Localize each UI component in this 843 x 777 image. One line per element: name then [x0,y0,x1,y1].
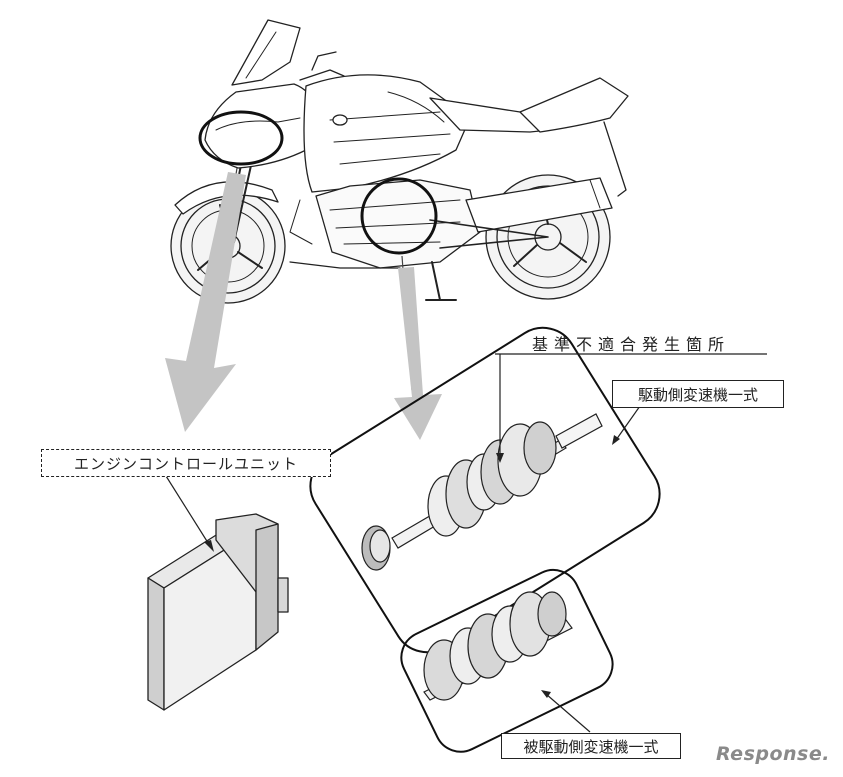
driven-label-pointer [545,693,591,733]
ecu-location-circle [198,110,284,166]
drive-label-pointer [615,405,641,441]
defect-location-label: 基準不適合発生箇所 [531,335,730,354]
front-fender [174,181,279,215]
windscreen [231,19,301,86]
ecu-pointer [165,475,211,547]
driven-transmission-label: 被駆動側変速機一式 [501,733,681,759]
engine-control-unit [147,513,289,711]
response-watermark: Response. [716,743,830,765]
transmission-location-circle [360,177,438,255]
front-fairing [204,83,319,169]
drive-transmission-label: 駆動側変速機一式 [612,380,784,408]
drive-shaft-gears [361,413,603,571]
arrow-to-ecu [165,172,246,432]
ecu-label: エンジンコントロールユニット [41,449,331,477]
muffler [465,177,613,233]
driven-transmission-frame [400,569,614,753]
driven-shaft-gears [423,591,573,701]
gray-arrows [165,172,442,440]
motorcycle-illustration [170,19,629,304]
fuel-tank-fairing [303,74,471,193]
arrow-to-transmission [394,267,442,440]
tail-section [519,77,629,133]
drive-transmission-frame [309,326,661,654]
